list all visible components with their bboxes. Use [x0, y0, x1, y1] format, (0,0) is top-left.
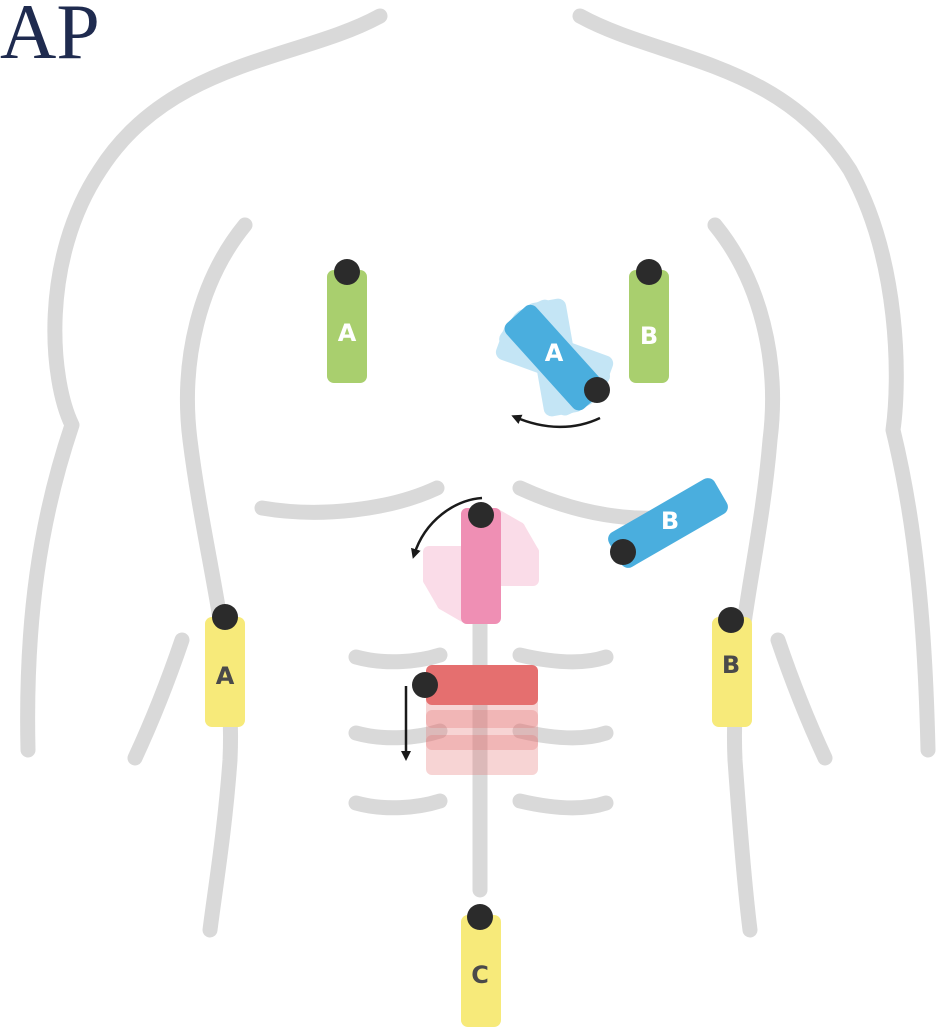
green-electrode-b: B — [629, 259, 669, 383]
red-electrode — [406, 665, 538, 775]
yellow-electrode-c: C — [461, 904, 501, 1027]
electrode-label: B — [722, 651, 740, 679]
electrode-label: B — [661, 507, 679, 535]
rib-right-3 — [520, 801, 606, 808]
electrode-dot — [636, 259, 662, 285]
page-title: AP — [0, 0, 100, 75]
left-arm-inner-outline — [135, 640, 182, 758]
yellow-electrode-a: A — [205, 604, 245, 727]
right-pectoral-outline — [520, 488, 660, 518]
rib-left-1 — [356, 655, 440, 662]
pink-electrode — [414, 498, 541, 626]
body-outline — [28, 16, 928, 930]
electrode-label: B — [640, 322, 658, 350]
electrode-dot — [334, 259, 360, 285]
electrode-dot — [584, 377, 610, 403]
rib-left-3 — [356, 801, 440, 808]
right-arm-inner-outline — [778, 640, 825, 758]
yellow-electrode-b: B — [712, 607, 752, 727]
electrode-label: A — [216, 662, 235, 690]
green-electrode-a: A — [327, 259, 367, 383]
electrode-label: A — [545, 339, 564, 367]
electrode-dot — [718, 607, 744, 633]
left-shoulder-arm-outline — [28, 16, 380, 750]
electrode-label: A — [338, 319, 357, 347]
electrode-dot — [610, 539, 636, 565]
left-pectoral-outline — [262, 488, 437, 512]
right-shoulder-arm-outline — [580, 16, 928, 750]
electrode-dot — [467, 904, 493, 930]
blue-electrode-a: A — [494, 297, 616, 427]
electrode-dot — [212, 604, 238, 630]
rotate-arrow — [515, 417, 600, 427]
electrode-label: C — [471, 961, 489, 989]
left-flank-outline — [187, 225, 245, 930]
electrode-dot — [412, 672, 438, 698]
rib-right-1 — [520, 655, 606, 662]
right-flank-outline — [715, 225, 773, 930]
electrode-dot — [468, 502, 494, 528]
